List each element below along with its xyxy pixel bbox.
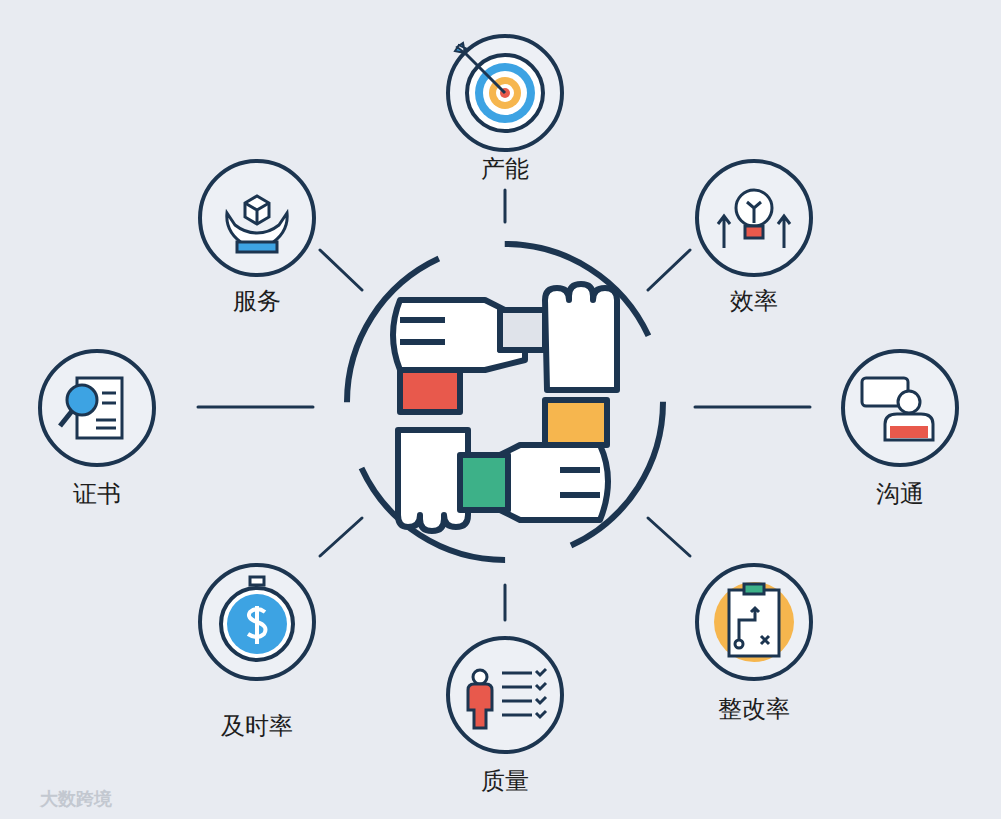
icon-node: 整改率 xyxy=(689,562,819,726)
icon-node: 证书 xyxy=(32,348,162,511)
icon-circle xyxy=(689,158,819,278)
icon-circle xyxy=(689,562,819,682)
node-label: 及时率 xyxy=(192,712,322,741)
icon-circle xyxy=(440,635,570,755)
node-label: 产能 xyxy=(440,155,570,184)
watermark: 大数跨境 xyxy=(40,787,112,811)
icon-node: 沟通 xyxy=(835,348,965,511)
node-label: 效率 xyxy=(689,287,819,316)
icon-circle xyxy=(835,348,965,468)
node-label: 服务 xyxy=(192,287,322,316)
icon-circle xyxy=(32,348,162,468)
node-label: 证书 xyxy=(32,480,162,509)
node-label: 整改率 xyxy=(689,695,819,724)
icon-node: 及时率 xyxy=(192,562,322,743)
icon-circle xyxy=(192,562,322,682)
icon-node: 效率 xyxy=(689,158,819,318)
node-label: 质量 xyxy=(440,767,570,796)
node-label: 沟通 xyxy=(835,480,965,509)
icon-node: 质量 xyxy=(440,635,570,798)
icon-node: 产能 xyxy=(440,33,570,186)
icon-circle xyxy=(192,158,322,278)
icon-node: 服务 xyxy=(192,158,322,318)
icon-circle xyxy=(440,33,570,153)
